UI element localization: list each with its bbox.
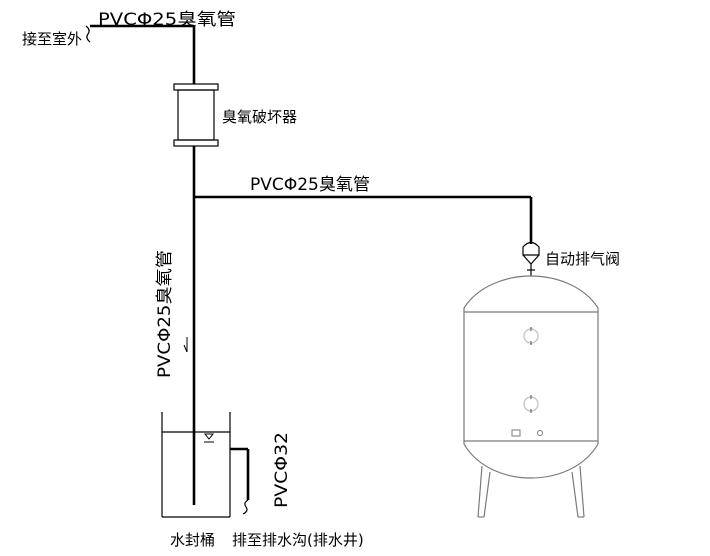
label-ozone-destructor: 臭氧破坏器 <box>222 108 297 126</box>
pressure-tank <box>463 275 599 479</box>
label-pipe-horizontal: PVCΦ25臭氧管 <box>250 175 370 195</box>
drain-pipe <box>230 447 250 515</box>
label-to-outdoor: 接至室外 <box>22 30 82 48</box>
water-seal-bucket <box>161 412 231 518</box>
tank-legs <box>477 465 585 518</box>
label-pipe-top: PVCΦ25臭氧管 <box>98 10 236 30</box>
tank-manhole-lower <box>523 395 539 413</box>
tank-manhole-upper <box>523 327 539 345</box>
label-pipe-vertical: PVCΦ25臭氧管 <box>155 250 175 378</box>
label-drain-to: 排至排水沟(排水井) <box>232 531 364 549</box>
label-pipe-drain: PVCΦ32 <box>272 432 292 508</box>
tank-fittings <box>511 429 543 437</box>
label-air-valve: 自动排气阀 <box>545 250 620 268</box>
water-level-icon <box>203 433 215 443</box>
ozone-destructor <box>173 83 219 147</box>
outdoor-pipe <box>85 24 196 84</box>
air-valve-icon <box>522 241 540 276</box>
main-pipe <box>192 146 533 505</box>
label-water-seal: 水封桶 <box>170 531 215 549</box>
flow-arrow <box>183 337 188 353</box>
